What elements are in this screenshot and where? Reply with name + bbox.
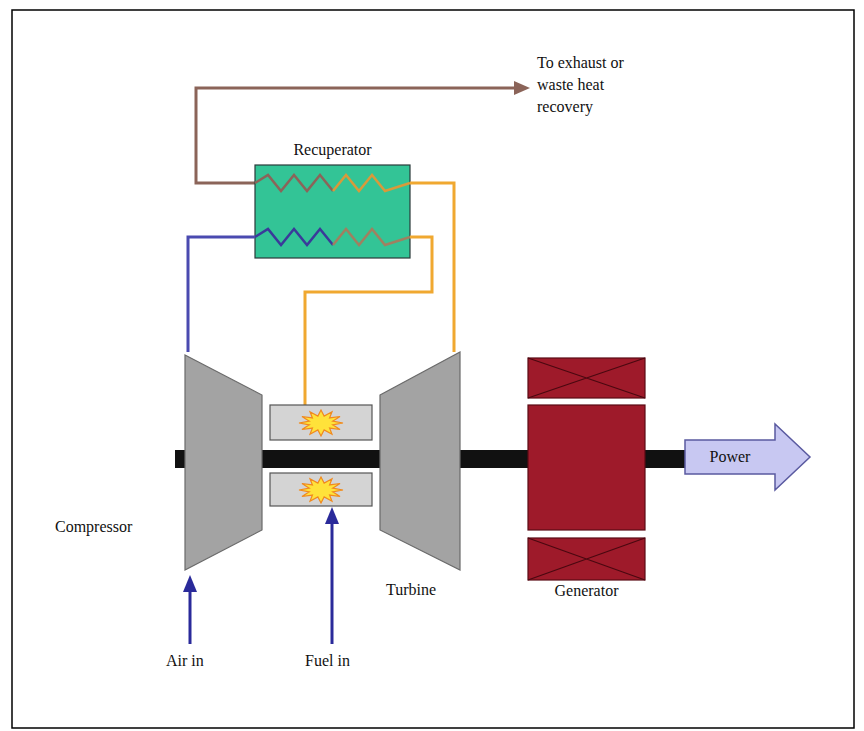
compressor-shape	[185, 355, 262, 570]
flame	[299, 477, 343, 503]
node-label: Recuperator	[255, 140, 410, 160]
shaft	[460, 450, 528, 468]
winding-mark	[528, 538, 645, 580]
coil	[255, 175, 333, 191]
node-label: Compressor	[55, 517, 183, 537]
compressor: Compressor	[50, 352, 262, 572]
power-arrow: Power	[685, 424, 810, 490]
shaft	[262, 450, 382, 468]
combustor	[270, 473, 372, 506]
turbine: Turbine	[380, 352, 460, 602]
combustor	[270, 405, 372, 440]
node-shape	[50, 352, 262, 572]
winding-mark	[528, 358, 645, 398]
fuel-inlet	[331, 520, 334, 644]
node-label: Power	[685, 447, 775, 467]
shaft	[262, 450, 380, 468]
arrow-head	[183, 575, 197, 592]
coil	[333, 175, 410, 191]
air-inlet	[189, 588, 192, 644]
arrow-head	[325, 507, 339, 524]
heat-exchanger-coils	[255, 175, 410, 245]
flame	[299, 410, 343, 436]
inlet-label: Air in	[166, 650, 236, 672]
exhaust-note: To exhaust or waste heat recovery	[537, 52, 645, 118]
frame	[12, 10, 854, 728]
arrow-head	[514, 81, 530, 95]
node-shape	[380, 352, 460, 602]
recuperator-box: Recuperator	[255, 138, 410, 258]
air-pipe	[188, 237, 255, 352]
turbine-shape	[380, 352, 460, 570]
node-label: Generator	[528, 581, 645, 601]
coil	[255, 229, 333, 245]
generator: Generator	[528, 358, 645, 603]
exhaust-gas-pipe	[410, 183, 454, 352]
generator-block	[528, 358, 645, 398]
shaft	[645, 450, 685, 468]
generator-block	[528, 405, 645, 530]
generator-block	[528, 538, 645, 580]
recuperator-body	[255, 165, 410, 258]
inlet-label: Fuel in	[305, 650, 375, 672]
power-arrow-shape	[685, 424, 810, 490]
node-shape	[528, 358, 645, 603]
node-label: Turbine	[386, 580, 460, 600]
coil	[333, 229, 410, 245]
